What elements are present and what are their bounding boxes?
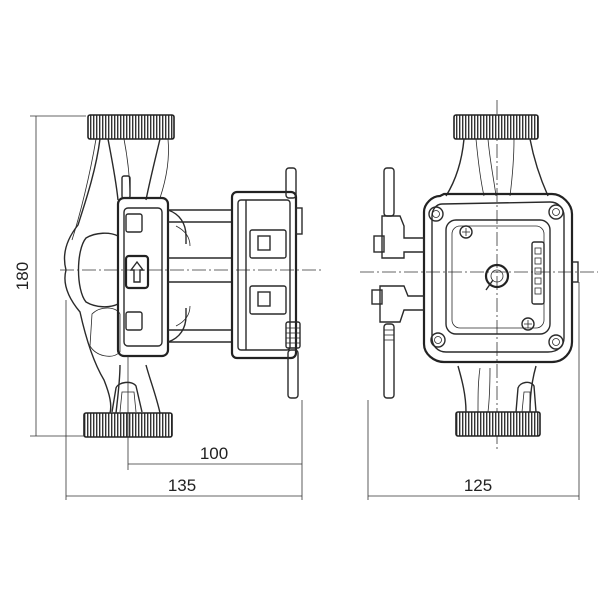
front-corner-screws (428, 204, 564, 350)
front-cable-gland (371, 167, 425, 399)
front-top-thread (453, 114, 539, 140)
front-motor-head (422, 192, 574, 364)
side-motor-flange (116, 196, 170, 358)
dim-depth-total-label: 135 (168, 476, 196, 495)
dim-height-label: 180 (13, 262, 32, 290)
side-top-thread (87, 114, 175, 140)
dim-width-label: 125 (464, 476, 492, 495)
front-led-indicators (531, 241, 545, 305)
side-cable (285, 167, 297, 199)
side-pump-casing (63, 138, 112, 414)
dim-depth-motor-label: 100 (200, 444, 228, 463)
side-view (60, 114, 322, 438)
front-view (360, 100, 598, 450)
dimension-lines (30, 115, 580, 500)
side-cable-gland-thread (286, 327, 300, 344)
side-terminal-box (230, 190, 298, 360)
front-speed-knob (484, 263, 510, 289)
side-direction-arrow-box (124, 254, 150, 290)
front-bottom-thread (455, 411, 541, 437)
front-bottom-screw (521, 317, 535, 331)
front-top-screw (459, 225, 473, 239)
front-control-panel (445, 219, 551, 335)
